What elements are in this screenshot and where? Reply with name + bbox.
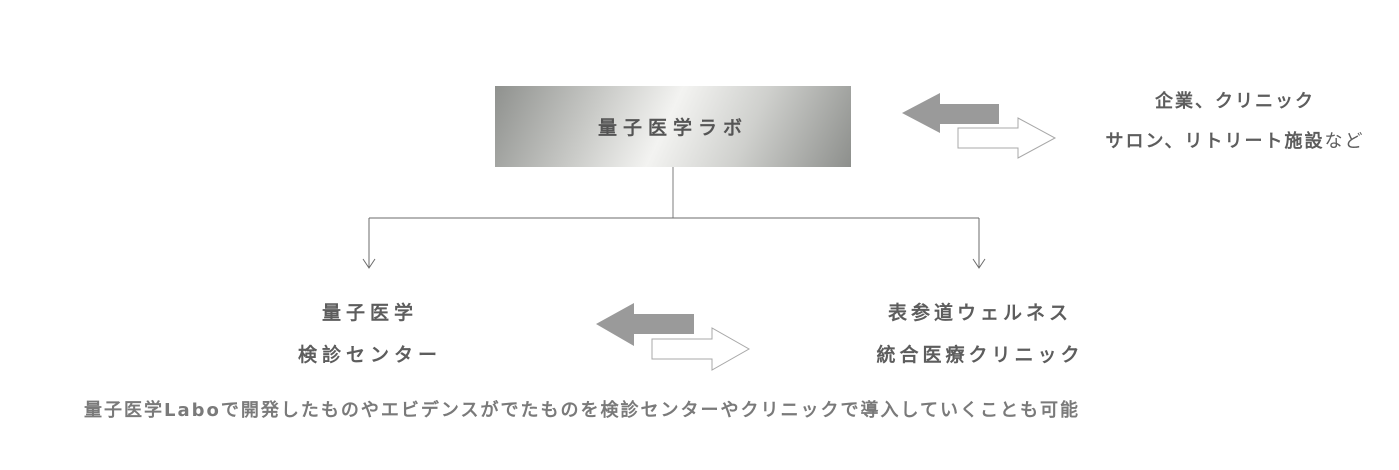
left-filled-arrow-icon <box>596 303 694 346</box>
partners-line1: 企業、クリニック <box>1155 91 1315 112</box>
partners-label: 企業、クリニック サロン、リトリート施設など <box>1080 82 1390 162</box>
clinic-line1: 表参道ウェルネス <box>887 302 1072 324</box>
quantum-lab-label: 量子医学ラボ <box>597 117 748 139</box>
clinic-line2: 統合医療クリニック <box>876 344 1084 366</box>
caption-text: 量子医学Laboで開発したものやエビデンスがでたものを検診センターやクリニックで… <box>84 400 1080 421</box>
clinic-node: 表参道ウェルネス 統合医療クリニック <box>840 292 1120 376</box>
right-outline-arrow-icon <box>957 117 1057 159</box>
quantum-lab-node: 量子医学ラボ <box>495 86 851 167</box>
down-arrow-right-icon <box>972 218 986 269</box>
left-filled-arrow-icon <box>902 93 999 133</box>
right-outline-arrow-icon <box>651 327 751 371</box>
screening-center-node: 量子医学 検診センター <box>250 292 490 376</box>
screening-center-line2: 検診センター <box>297 344 442 366</box>
partners-line2: サロン、リトリート施設など <box>1105 131 1365 152</box>
down-arrow-left-icon <box>362 218 376 269</box>
exchange-arrows-bottom-icon <box>596 303 751 371</box>
exchange-arrows-top-icon <box>902 93 1057 159</box>
screening-center-line1: 量子医学 <box>321 302 418 324</box>
